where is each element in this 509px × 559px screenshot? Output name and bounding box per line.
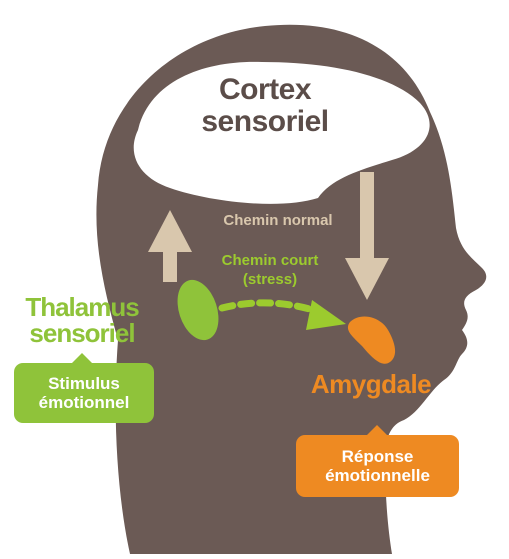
response-box: Réponse émotionnelle	[296, 435, 459, 497]
stimulus-box: Stimulus émotionnel	[14, 363, 154, 423]
normal-path-label: Chemin normal	[198, 213, 358, 229]
thalamus-label: Thalamus sensoriel	[8, 294, 156, 346]
short-path-label: Chemin court (stress)	[205, 252, 335, 290]
cortex-label: Cortex sensoriel	[175, 74, 355, 137]
thalamus-pointer	[72, 353, 92, 363]
amygdala-label: Amygdale	[296, 371, 446, 398]
